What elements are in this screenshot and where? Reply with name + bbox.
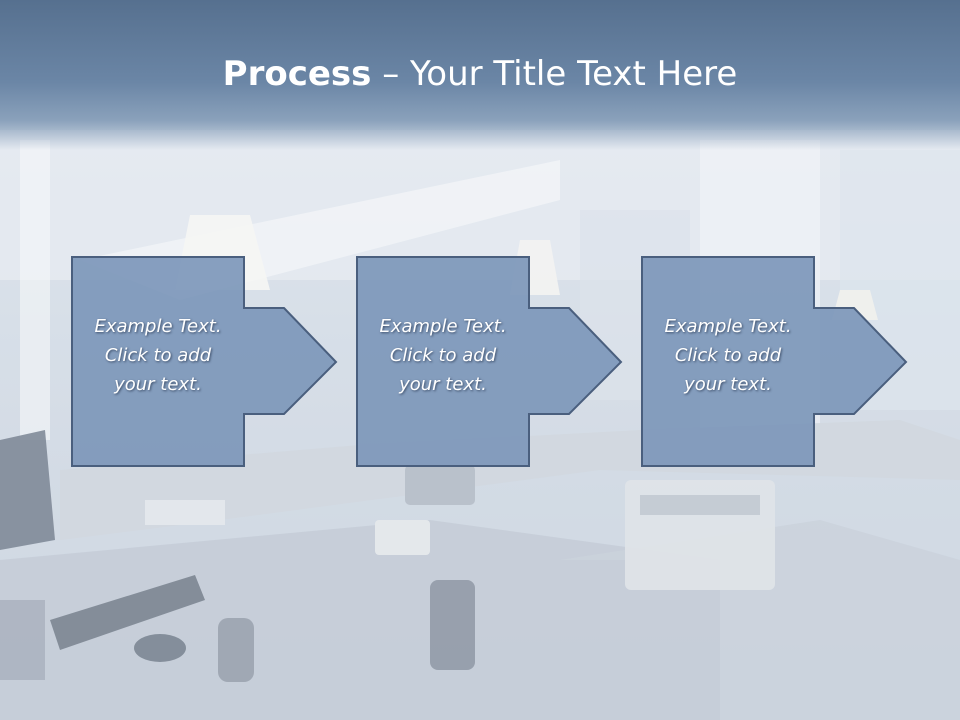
step-text-line: Example Text. xyxy=(664,316,792,337)
step-text-line: Example Text. xyxy=(94,316,222,337)
step-text-2[interactable]: Example Text. Click to add your text. xyxy=(360,312,526,399)
title-rest: Your Title Text Here xyxy=(410,54,738,94)
step-text-line: your text. xyxy=(684,374,772,395)
arrow-shape-icon xyxy=(641,256,908,467)
process-step-3[interactable]: Example Text. Click to add your text. xyxy=(641,256,909,468)
arrow-shape-icon xyxy=(356,256,623,467)
arrow-shape-icon xyxy=(71,256,338,467)
step-text-line: Example Text. xyxy=(379,316,507,337)
step-text-line: Click to add xyxy=(674,345,782,366)
step-text-line: Click to add xyxy=(389,345,497,366)
title-separator: – xyxy=(371,54,411,94)
process-step-2[interactable]: Example Text. Click to add your text. xyxy=(356,256,624,468)
step-text-1[interactable]: Example Text. Click to add your text. xyxy=(75,312,241,399)
step-text-3[interactable]: Example Text. Click to add your text. xyxy=(645,312,811,399)
step-text-line: Click to add xyxy=(104,345,212,366)
slide-title[interactable]: Process – Your Title Text Here xyxy=(0,52,960,96)
header-band xyxy=(0,0,960,150)
step-text-line: your text. xyxy=(114,374,202,395)
step-text-line: your text. xyxy=(399,374,487,395)
process-step-1[interactable]: Example Text. Click to add your text. xyxy=(71,256,339,468)
title-bold-word: Process xyxy=(222,54,372,94)
